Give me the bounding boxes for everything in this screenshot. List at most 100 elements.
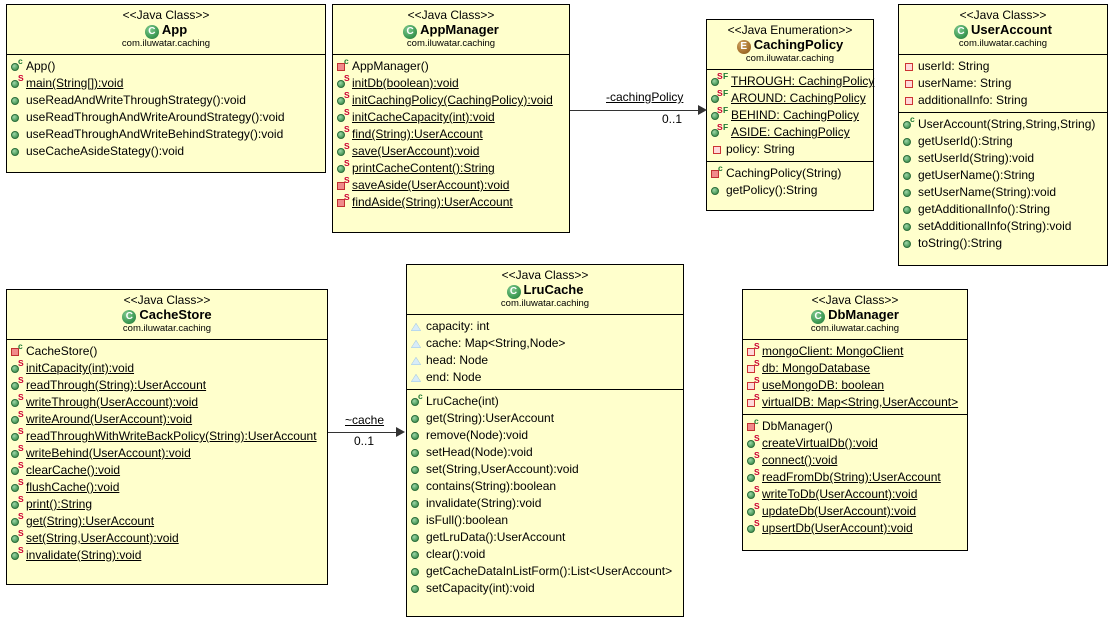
member-row[interactable]: clear():void [410,546,681,563]
member-row[interactable]: userName: String [902,75,1105,92]
member-row[interactable]: capacity: int [410,318,681,335]
member-row[interactable]: setCapacity(int):void [410,580,681,597]
member-row[interactable]: end: Node [410,369,681,386]
member-row[interactable]: isFull():boolean [410,512,681,529]
member-row[interactable]: getPolicy():String [710,182,871,199]
association-multiplicity-label: 0..1 [662,112,683,126]
class-title-text: LruCache [523,282,584,297]
member-row[interactable]: userId: String [902,58,1105,75]
member-row[interactable]: getUserId():String [902,133,1105,150]
class-box-appmanager[interactable]: <<Java Class>> C AppManager com.iluwatar… [332,4,570,233]
association-appmanager-cachingpolicy[interactable]: -cachingPolicy 0..1 [570,90,710,134]
public-method-icon [10,127,25,142]
member-row[interactable]: useReadAndWriteThroughStrategy():void [10,92,323,109]
member-row[interactable]: contains(String):boolean [410,478,681,495]
class-box-app[interactable]: <<Java Class>> C App com.iluwatar.cachin… [6,4,326,173]
public-static-method-icon: S [10,444,25,461]
class-box-useraccount[interactable]: <<Java Class>> C UserAccount com.iluwata… [898,4,1108,266]
public-static-method-icon: S [336,74,351,91]
member-row[interactable]: useCacheAsideStategy():void [10,143,323,160]
public-method-icon [902,202,917,217]
member-row[interactable]: useReadThroughAndWriteBehindStrategy():v… [10,126,323,143]
member-row[interactable]: invalidate(String):void [410,495,681,512]
public-static-method-icon: S [746,485,761,502]
member-row[interactable]: setUserId(String):void [902,150,1105,167]
member-row[interactable]: get(String):UserAccount [410,410,681,427]
public-static-method-icon: S [336,108,351,125]
member-row[interactable]: setUserName(String):void [902,184,1105,201]
member-row[interactable]: policy: String [710,141,871,158]
member-row[interactable]: toString():String [902,235,1105,252]
association-cachestore-lrucache[interactable]: ~cache 0..1 [328,410,410,452]
member-row[interactable]: getAdditionalInfo():String [902,201,1105,218]
member-row[interactable]: getLruData():UserAccount [410,529,681,546]
member-row[interactable]: head: Node [410,352,681,369]
member-row[interactable]: setHead(Node):void [410,444,681,461]
member-row[interactable]: additionalInfo: String [902,92,1105,109]
public-static-method-icon: S [10,495,25,512]
member-row[interactable]: set(String,UserAccount):void [410,461,681,478]
public-method-icon [410,581,425,596]
stereotype-label: <<Java Class>> [122,8,210,22]
class-box-cachestore[interactable]: <<Java Class>> C CacheStore com.iluwatar… [6,289,328,585]
member-row[interactable]: useReadThroughAndWriteAroundStrategy():v… [10,109,323,126]
class-box-dbmanager[interactable]: <<Java Class>> C DbManager com.iluwatar.… [742,289,968,551]
class-name-app: C App [11,22,321,39]
member-row[interactable]: setAdditionalInfo(String):void [902,218,1105,235]
member-row[interactable]: remove(Node):void [410,427,681,444]
class-box-cachingpolicy[interactable]: <<Java Enumeration>> E CachingPolicy com… [706,19,874,211]
class-box-lrucache[interactable]: <<Java Class>> C LruCache com.iluwatar.c… [406,264,684,617]
public-static-method-icon: S [10,410,25,427]
member-row[interactable]: cache: Map<String,Node> [410,335,681,352]
class-icon: C [144,25,159,39]
member-row[interactable]: getCacheDataInListForm():List<UserAccoun… [410,563,681,580]
member-row[interactable]: getUserName():String [902,167,1105,184]
arrow-head-icon [698,105,707,115]
class-header-app: <<Java Class>> C App com.iluwatar.cachin… [7,5,325,55]
